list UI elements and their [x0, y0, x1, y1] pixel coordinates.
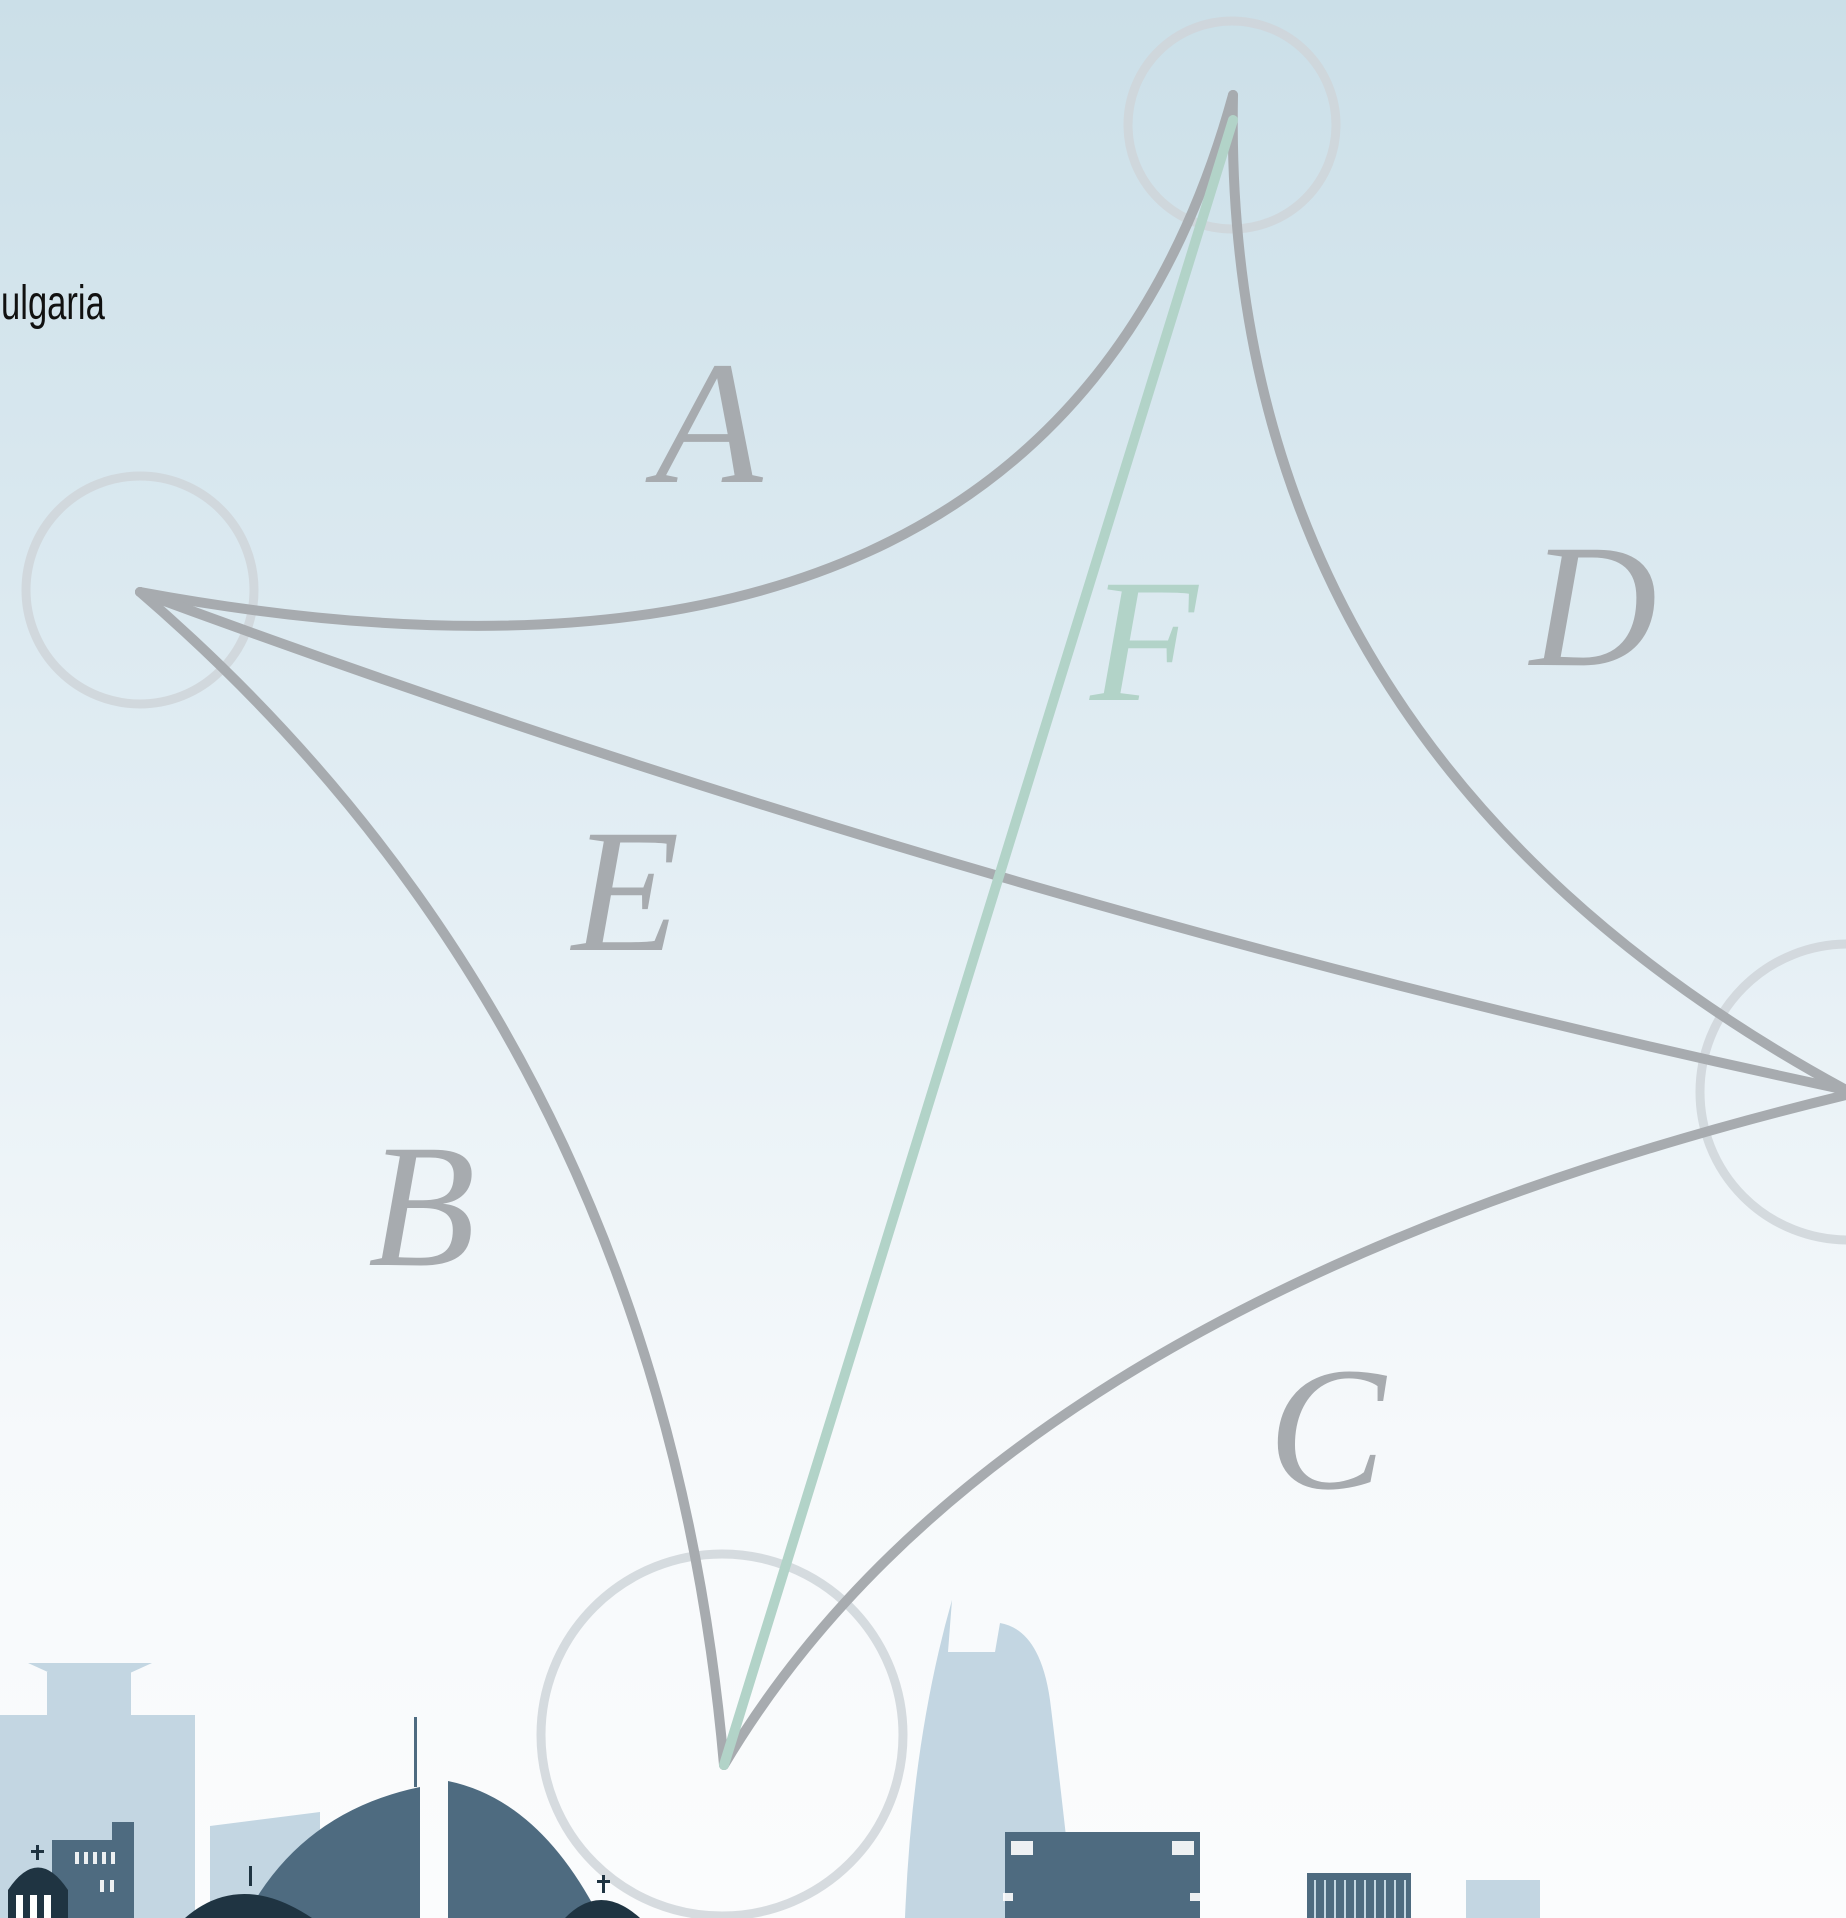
- edge-label-c: C: [1268, 1332, 1388, 1527]
- node-bottom: [536, 1549, 908, 1918]
- edge-label-f: F: [1089, 544, 1199, 739]
- building-small-dark-top: [112, 1822, 134, 1842]
- edge-label-a: A: [645, 326, 764, 521]
- node-rings: [21, 16, 1846, 1918]
- window: [1190, 1893, 1200, 1901]
- location-text: Bulgaria: [0, 277, 105, 330]
- church-dome-center: [185, 1894, 312, 1918]
- building-antenna: [414, 1717, 417, 1787]
- edge-c: [719, 1090, 1846, 1770]
- church-cross-left-bar: [31, 1850, 44, 1853]
- dome-window: [16, 1895, 23, 1918]
- node-top: [1123, 16, 1341, 234]
- window: [100, 1880, 104, 1892]
- edge-f: [719, 115, 1238, 1770]
- node-left: [21, 471, 259, 709]
- building-tower-left-cap: [28, 1663, 152, 1673]
- window: [1003, 1893, 1013, 1901]
- church-cross-right: [602, 1875, 605, 1893]
- window: [75, 1852, 79, 1864]
- window: [1172, 1841, 1194, 1855]
- edge-a: [135, 90, 1238, 631]
- edge-b: [135, 587, 729, 1770]
- window: [84, 1852, 88, 1864]
- edge-label-d: D: [1528, 509, 1657, 704]
- church-dome-right: [565, 1900, 640, 1918]
- city-skyline: [0, 1600, 1540, 1918]
- window: [102, 1852, 106, 1864]
- dome-window: [44, 1895, 51, 1918]
- node-right: [1695, 939, 1846, 1245]
- window: [1011, 1841, 1033, 1855]
- building-small-right: [1466, 1880, 1540, 1918]
- building-tower-left-top: [47, 1672, 131, 1717]
- dome-window: [30, 1895, 37, 1918]
- window: [110, 1880, 114, 1892]
- edge-d: [1227, 90, 1846, 1095]
- edge-label-e: E: [569, 794, 680, 989]
- edge-label-b: B: [368, 1109, 476, 1304]
- building-arch-left: [245, 1787, 420, 1918]
- church-spire-center: [249, 1866, 252, 1886]
- building-block-right: [1005, 1832, 1200, 1918]
- window: [93, 1852, 97, 1864]
- building-arch-right: [448, 1781, 600, 1918]
- church-cross-right-bar: [597, 1880, 610, 1883]
- window: [111, 1852, 115, 1864]
